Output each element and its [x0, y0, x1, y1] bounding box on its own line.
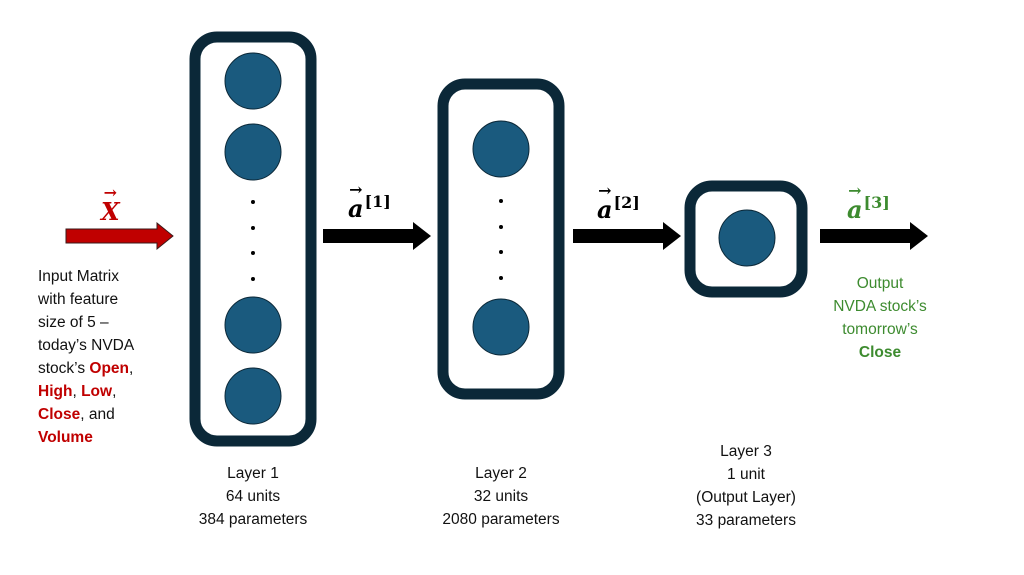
layer-1-neuron — [224, 123, 282, 181]
separator: , — [112, 383, 117, 400]
layer-1-box — [189, 31, 317, 447]
layer-2-box — [437, 78, 565, 400]
activation-2-arrow — [573, 222, 681, 250]
feature-volume: Volume — [38, 429, 93, 446]
layer-units: 64 units — [225, 488, 281, 505]
separator: , — [129, 360, 134, 377]
layer-1-neuron — [224, 52, 282, 110]
input-symbol-text: X — [101, 197, 120, 226]
input-desc-line: with feature — [38, 291, 119, 308]
output-line: tomorrow’s — [842, 321, 918, 338]
separator: , — [72, 383, 77, 400]
layer-1-caption: Layer 1 64 units 384 parameters — [173, 462, 333, 531]
output-close: Close — [858, 344, 902, 361]
vector-arrow-icon: → — [848, 181, 862, 200]
vector-arrow-icon: → — [103, 183, 118, 202]
input-desc-line: Volume — [38, 426, 170, 449]
layer-name: Layer 1 — [227, 465, 279, 482]
layer-name: Layer 3 — [720, 443, 772, 460]
layer-3-neuron — [718, 209, 776, 267]
feature-low: Low — [81, 383, 113, 400]
layer-3-caption: Layer 3 1 unit (Output Layer) 33 paramet… — [666, 440, 826, 532]
output-line: NVDA stock’s — [833, 298, 927, 315]
output-line: Output — [856, 275, 904, 292]
activation-superscript: [3] — [863, 193, 890, 212]
ellipsis-dot — [251, 226, 255, 230]
layer-1-neuron — [224, 367, 282, 425]
input-desc-line: Input Matrix — [38, 268, 119, 285]
layer-params: 33 parameters — [696, 512, 796, 529]
vector-arrow-icon: → — [349, 180, 363, 199]
feature-high: High — [38, 383, 73, 400]
feature-open: Open — [89, 360, 130, 377]
input-arrow — [65, 221, 174, 251]
ellipsis-dot — [499, 250, 503, 254]
ellipsis-dot — [251, 200, 255, 204]
text: stock’s — [38, 360, 90, 377]
input-desc-line: size of 5 – — [38, 314, 109, 331]
activation-3-label: →a[3] — [847, 183, 890, 225]
layer-units: 32 units — [473, 488, 529, 505]
ellipsis-dot — [499, 276, 503, 280]
input-desc-line: High, Low, — [38, 380, 170, 403]
ellipsis-dot — [251, 277, 255, 281]
activation-superscript: [1] — [364, 192, 391, 211]
input-description: Input Matrix with feature size of 5 – to… — [38, 265, 170, 449]
layer-params: 2080 parameters — [442, 511, 560, 528]
activation-3-arrow — [820, 222, 928, 250]
activation-symbol: a — [348, 194, 364, 223]
layer-2-neuron — [472, 120, 530, 178]
layer-2-caption: Layer 2 32 units 2080 parameters — [421, 462, 581, 531]
separator: , and — [80, 406, 115, 423]
activation-symbol: a — [597, 195, 613, 224]
input-desc-line: today’s NVDA — [38, 337, 135, 354]
ellipsis-dot — [499, 225, 503, 229]
vector-arrow-icon: → — [598, 181, 612, 200]
layer-params: 384 parameters — [198, 511, 308, 528]
input-desc-line: stock’s Open, — [38, 357, 170, 380]
ellipsis-dot — [251, 251, 255, 255]
activation-2-label: →a[2] — [597, 183, 640, 225]
layer-units: 1 unit — [727, 466, 765, 483]
activation-superscript: [2] — [613, 193, 640, 212]
activation-1-arrow — [323, 222, 431, 250]
layer-1-neuron — [224, 296, 282, 354]
input-desc-line: Close, and — [38, 403, 170, 426]
ellipsis-dot — [499, 199, 503, 203]
feature-close: Close — [38, 406, 81, 423]
layer-2-neuron — [472, 298, 530, 356]
output-description: Output NVDA stock’s tomorrow’s Close — [815, 272, 945, 364]
input-symbol: →X — [101, 185, 120, 227]
activation-symbol: a — [847, 195, 863, 224]
activation-1-label: →a[1] — [348, 182, 391, 224]
layer-role: (Output Layer) — [696, 489, 796, 506]
layer-name: Layer 2 — [475, 465, 527, 482]
